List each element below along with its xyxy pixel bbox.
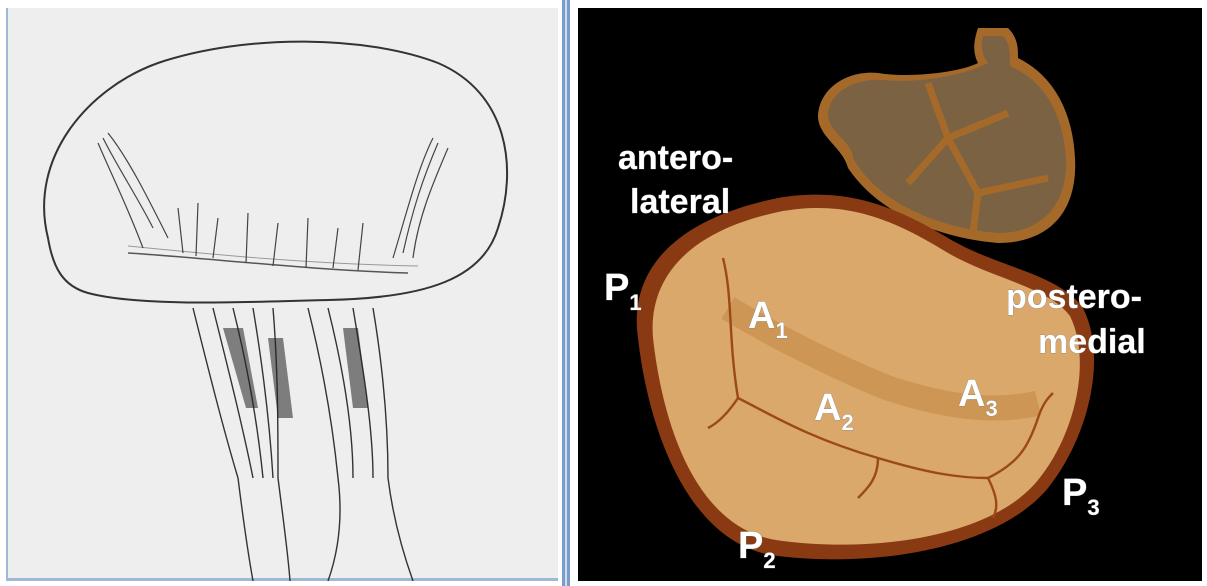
papillary-shading bbox=[223, 328, 368, 418]
anterolateral-line-2: lateral bbox=[630, 183, 730, 221]
right-panel-diagram: antero- lateral postero- medial P1 A1 A2… bbox=[578, 8, 1202, 581]
scallop-p1: P1 bbox=[604, 267, 642, 315]
valve-sketch-drawing bbox=[8, 8, 560, 581]
mitral-annulus bbox=[637, 195, 1094, 560]
anterolateral-label: antero- lateral bbox=[618, 139, 733, 221]
chordae-upper bbox=[98, 133, 448, 270]
posteromedial-line-2: medial bbox=[1038, 323, 1146, 361]
papillary-muscles bbox=[193, 308, 413, 581]
panel-divider bbox=[562, 0, 570, 586]
anterolateral-line-1: antero- bbox=[618, 139, 733, 177]
posteromedial-line-1: postero- bbox=[1006, 278, 1142, 316]
scallop-p3: P3 bbox=[1062, 472, 1100, 520]
left-panel-sketch bbox=[6, 8, 558, 581]
valve-diagram: antero- lateral postero- medial P1 A1 A2… bbox=[578, 8, 1202, 581]
annulus-rim bbox=[128, 253, 408, 273]
